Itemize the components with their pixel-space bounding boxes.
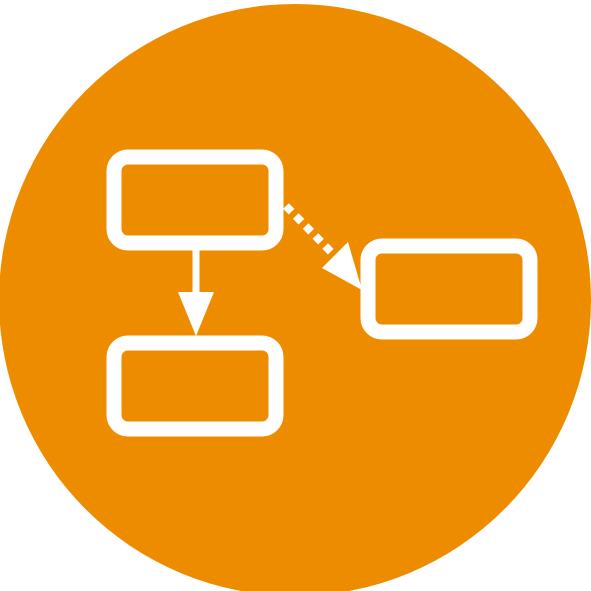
node-bottom-left-box — [106, 335, 284, 437]
edge-solid-arrowhead-icon — [178, 292, 214, 336]
background-circle — [0, 4, 591, 591]
edge-dotted-line — [283, 203, 338, 259]
node-right-box — [360, 238, 538, 340]
node-top-left-box — [106, 149, 284, 251]
edge-dotted-arrowhead-icon — [322, 242, 362, 290]
